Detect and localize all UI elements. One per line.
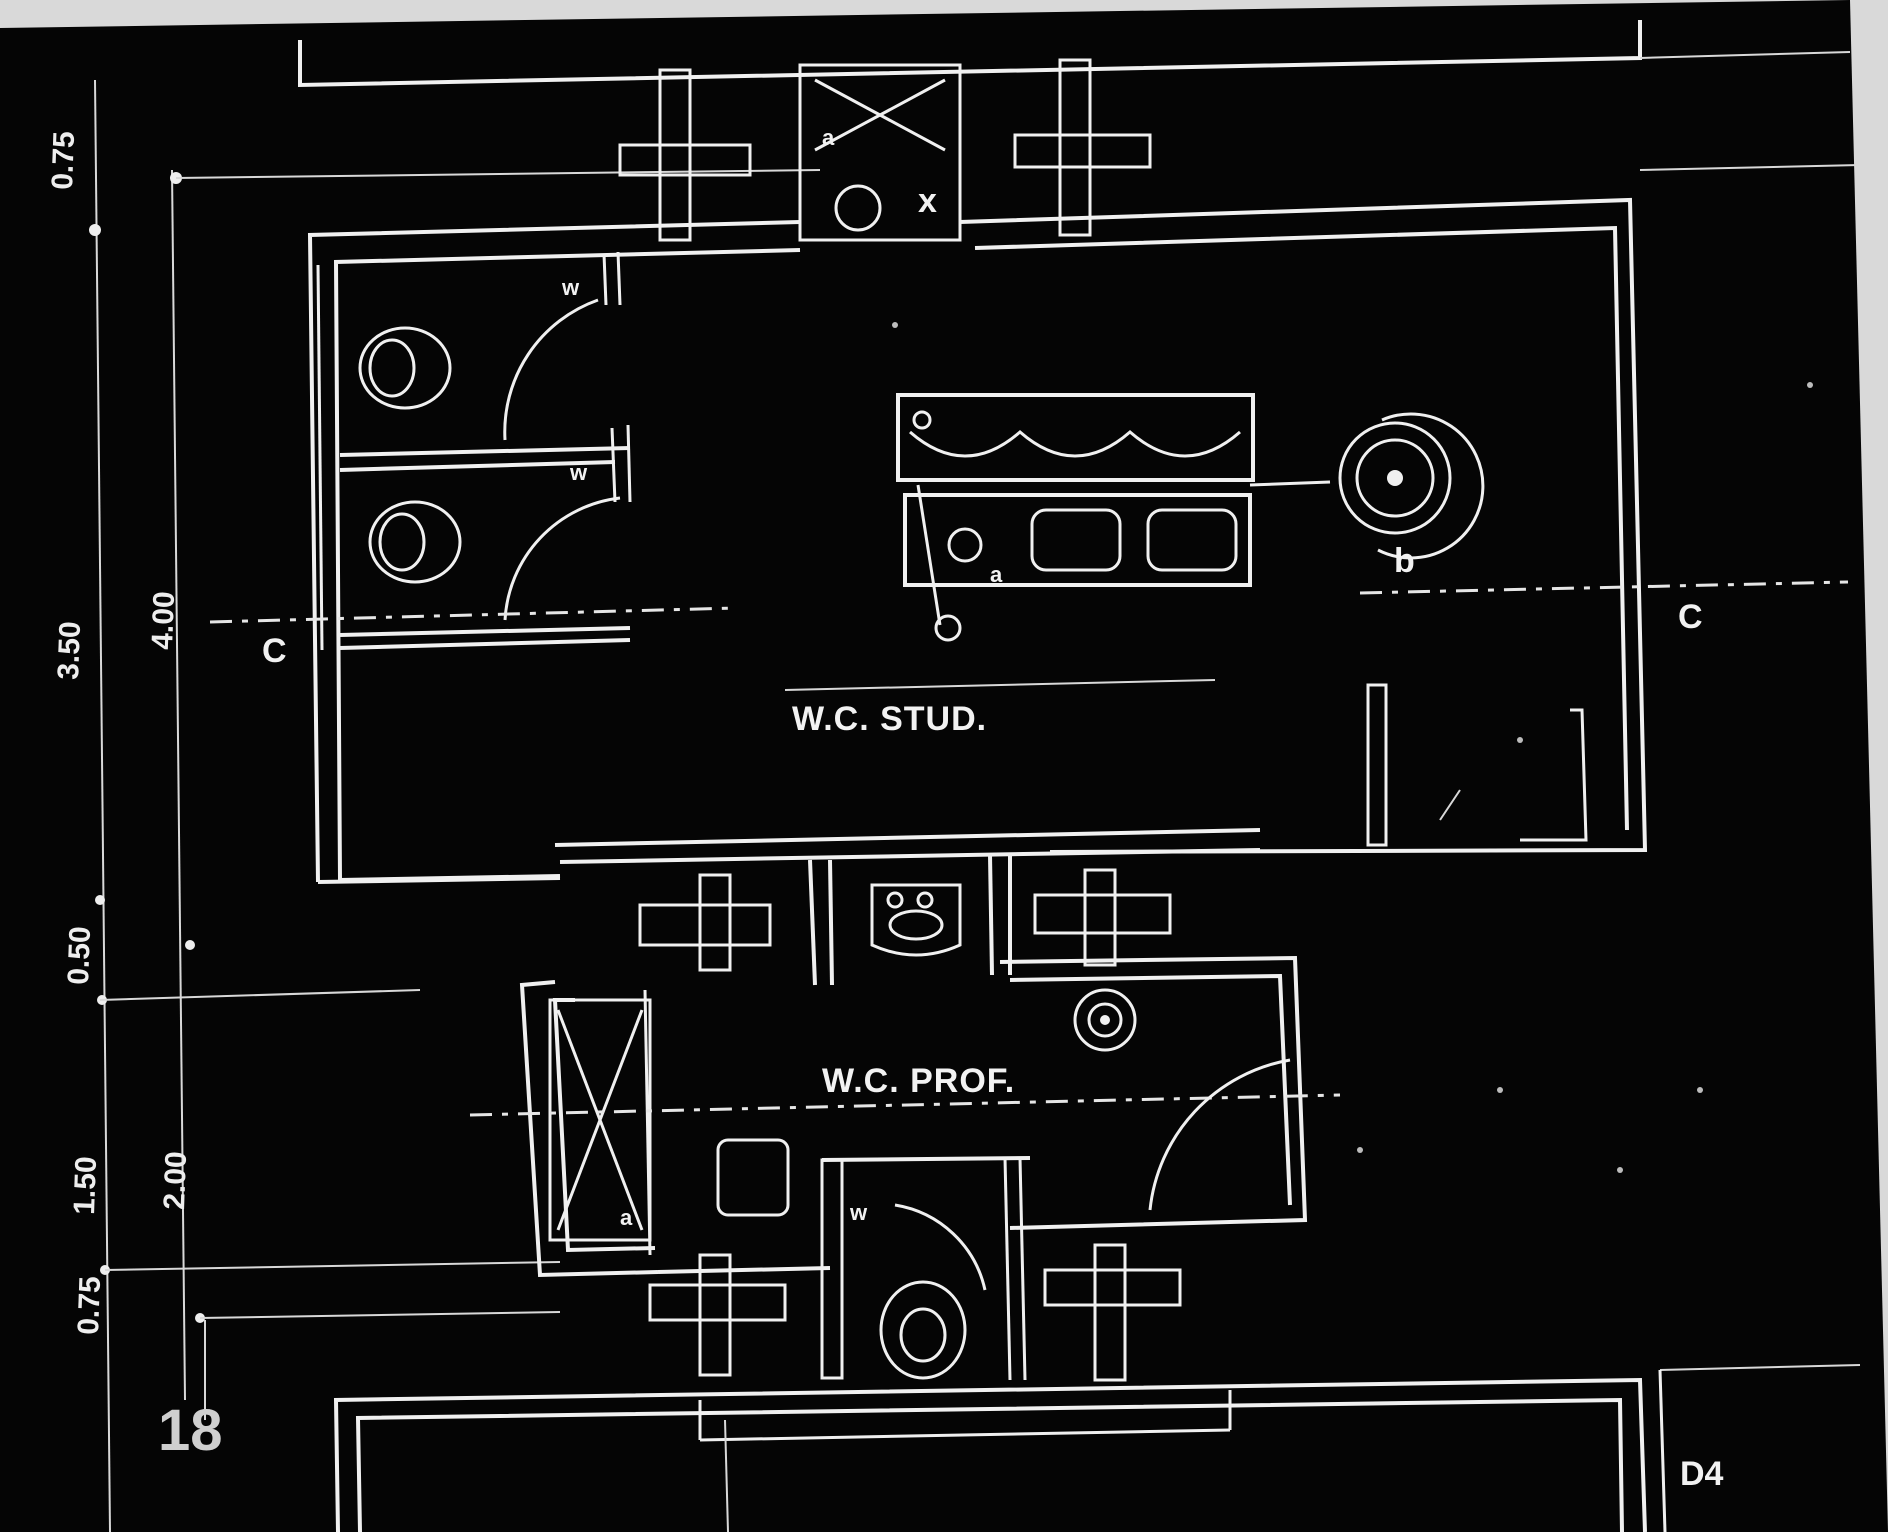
fixture-mark-w: w	[849, 1200, 868, 1225]
section-mark-c-left: C	[262, 632, 287, 670]
prof-round-fixture	[1073, 988, 1137, 1052]
fixture-mark-a: a	[620, 1205, 633, 1230]
prof-section-line	[469, 1093, 1341, 1117]
page-number: 18	[158, 1398, 223, 1463]
wc-prof-walls	[519, 955, 1308, 1278]
section-mark-d4: D4	[1680, 1455, 1724, 1493]
fixture-mark-x: x	[918, 182, 937, 220]
fixture-mark-w: w	[561, 275, 580, 300]
sink-counter	[896, 393, 1331, 642]
fixture-mark-a: a	[990, 562, 1003, 587]
room-label-wc-prof: W.C. PROF.	[822, 1062, 1015, 1100]
wc-stud-walls	[307, 197, 1648, 884]
top-openings	[618, 58, 1152, 242]
dimension-label: 4.00	[146, 591, 181, 651]
dimension-label: 3.50	[52, 621, 87, 681]
dimension-label: 2.00	[158, 1151, 193, 1211]
prof-fixtures	[716, 1058, 1291, 1381]
fixture-mark-a: a	[822, 125, 835, 150]
dimension-label: 0.75	[46, 131, 81, 191]
room-label-wc-stud: W.C. STUD.	[792, 700, 987, 738]
fixture-mark-b: b	[1394, 542, 1415, 580]
dimension-label: 1.50	[68, 1156, 103, 1216]
label-underline	[784, 679, 1216, 691]
round-fixture	[1338, 412, 1485, 560]
dimension-label: 0.75	[72, 1276, 107, 1336]
dimension-label: 0.50	[62, 926, 97, 986]
section-mark-c-right: C	[1678, 598, 1703, 636]
section-line	[209, 580, 1849, 624]
paper-specks	[892, 322, 1813, 1173]
stud-door	[1366, 683, 1588, 847]
fixture-mark-w: w	[569, 460, 588, 485]
bottom-openings	[648, 1243, 1182, 1382]
bottom-wall	[333, 1364, 1861, 1532]
wc-stalls	[339, 251, 632, 650]
dimension-lines	[89, 79, 821, 1532]
top-wall	[298, 20, 1861, 171]
middle-openings	[638, 854, 1172, 986]
shower-tray	[548, 989, 652, 1256]
